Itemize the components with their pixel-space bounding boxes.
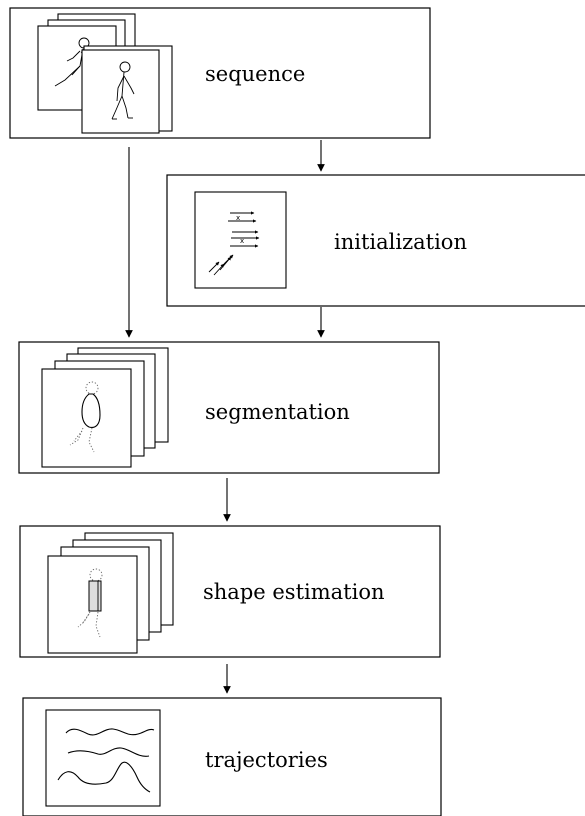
sequence-label: sequence <box>205 62 305 86</box>
segmented-person-icon <box>69 381 101 453</box>
shape-estimation-label: shape estimation <box>203 580 384 604</box>
initialization-label: initialization <box>334 230 467 254</box>
initialization-step: x x initialization <box>166 174 585 307</box>
sequence-thumbnail-stack <box>37 13 173 134</box>
segmentation-thumbnail-stack <box>41 347 169 468</box>
trajectories-step: trajectories <box>22 697 442 816</box>
initialization-thumbnail <box>194 191 287 289</box>
motion-marker-2: x <box>240 237 244 245</box>
sequence-step: sequence <box>9 7 431 139</box>
shape-estimation-person-icon <box>77 568 103 638</box>
motion-marker-1: x <box>236 214 240 222</box>
trajectories-thumbnail <box>45 709 161 807</box>
shape-estimation-step: shape estimation <box>19 525 441 658</box>
walker-figure-front <box>111 61 135 120</box>
trajectory-curves-icon <box>57 728 155 793</box>
shape-thumbnail-stack <box>47 532 174 654</box>
motion-vectors-icon: x x <box>208 211 260 276</box>
segmentation-step: segmentation <box>18 341 440 474</box>
trajectories-label: trajectories <box>205 748 328 772</box>
segmentation-label: segmentation <box>205 400 350 424</box>
